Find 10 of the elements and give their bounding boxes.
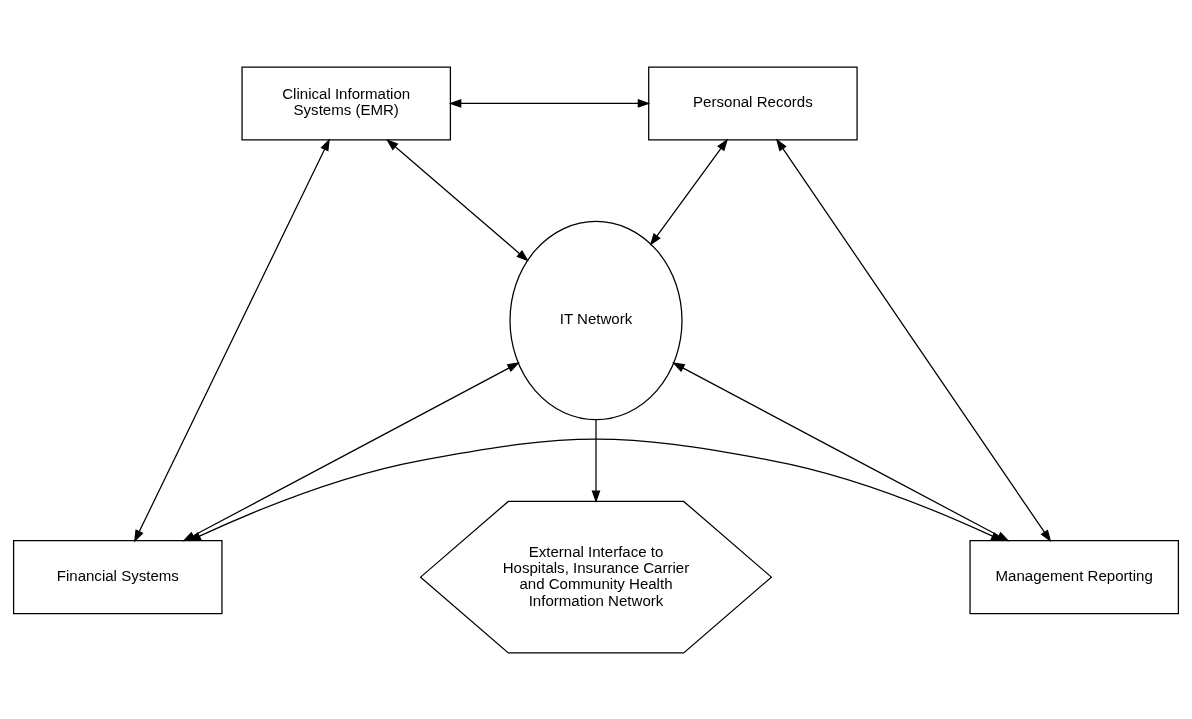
arrow — [649, 138, 729, 246]
arrow — [188, 437, 1004, 541]
node-box: Clinical Information Systems (EMR) — [241, 65, 452, 140]
node-box: Financial Systems — [12, 539, 223, 614]
node-box: Management Reporting — [969, 539, 1180, 614]
arrow — [591, 418, 601, 503]
node-ellipse: IT Network — [509, 220, 683, 420]
arrow — [448, 98, 651, 108]
node-box: Personal Records — [648, 65, 858, 140]
arrow — [386, 138, 529, 262]
